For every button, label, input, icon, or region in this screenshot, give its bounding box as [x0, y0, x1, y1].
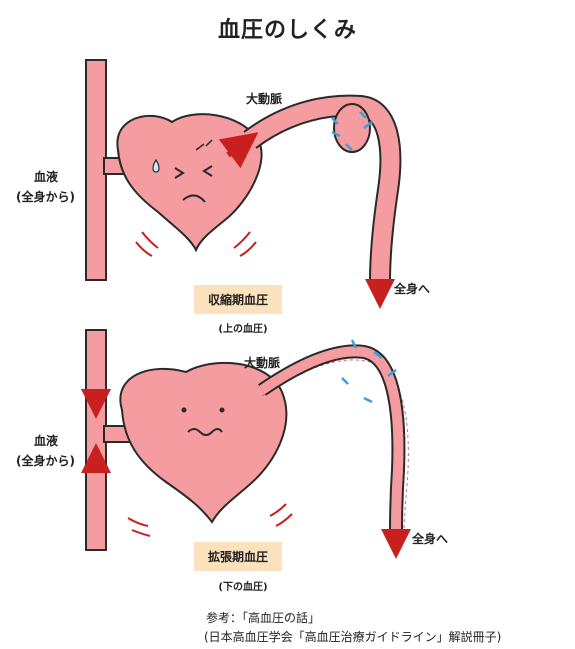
aorta-label: 大動脈 [246, 90, 282, 107]
motion-mark-left [128, 518, 150, 536]
blood-label: 血液 [34, 432, 58, 449]
to-body-label: 全身へ [394, 280, 430, 297]
blood-sub-label: (全身から) [16, 452, 75, 469]
squeeze-mark-left [136, 232, 158, 256]
reference-line1: 参考：「高血圧の話」 [206, 609, 320, 626]
to-body-label: 全身へ [412, 530, 448, 547]
heart-squeezed [117, 114, 261, 250]
aorta-vessel [262, 351, 398, 532]
eye-left [182, 408, 187, 413]
eye-right [220, 408, 225, 413]
blood-sub-label: (全身から) [16, 188, 75, 205]
diastolic-pressure-label: 拡張期血圧 [194, 542, 282, 571]
diastolic-sub-label: (下の血圧) [188, 578, 298, 593]
systolic-pressure-label: 収縮期血圧 [194, 285, 282, 314]
reference-line2: (日本高血圧学会「高血圧治療ガイドライン」解説冊子) [204, 628, 501, 645]
motion-mark-right [270, 504, 292, 526]
aorta-label: 大動脈 [244, 354, 280, 371]
systolic-sub-label: (上の血圧) [188, 320, 298, 335]
systole-diagram [86, 60, 390, 294]
squeeze-mark-right [234, 232, 256, 256]
blood-label: 血液 [34, 168, 58, 185]
